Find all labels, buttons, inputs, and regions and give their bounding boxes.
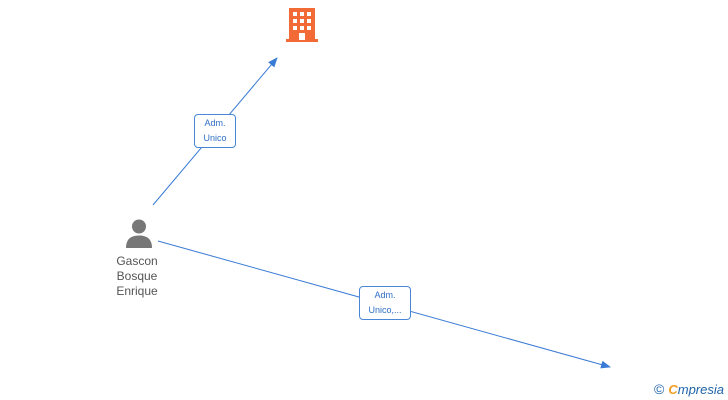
edge-label-bottom-line-1: Adm. [374, 290, 396, 300]
building-icon[interactable] [286, 8, 318, 42]
edge-label-bottom-line-2: Unico,... [368, 305, 402, 315]
copyright-symbol: © [654, 381, 665, 397]
person-name-line-3: Enrique [116, 284, 158, 298]
person-icon[interactable] [124, 218, 154, 248]
brand-logo-initial: C [668, 382, 678, 397]
edge-label-top-line-1: Adm. [204, 118, 226, 128]
person-name-line-1: Gascon [116, 254, 158, 268]
person-name-line-2: Bosque [116, 269, 158, 283]
edge-label-bottom[interactable]: Adm. Unico,... [359, 286, 411, 320]
edge-label-top[interactable]: Adm. Unico [194, 114, 236, 148]
brand-watermark: ©Cmpresia [654, 381, 724, 397]
brand-name: mpresia [677, 382, 724, 397]
edge-label-top-line-2: Unico [203, 133, 227, 143]
person-name[interactable]: Gascon Bosque Enrique [100, 254, 174, 299]
